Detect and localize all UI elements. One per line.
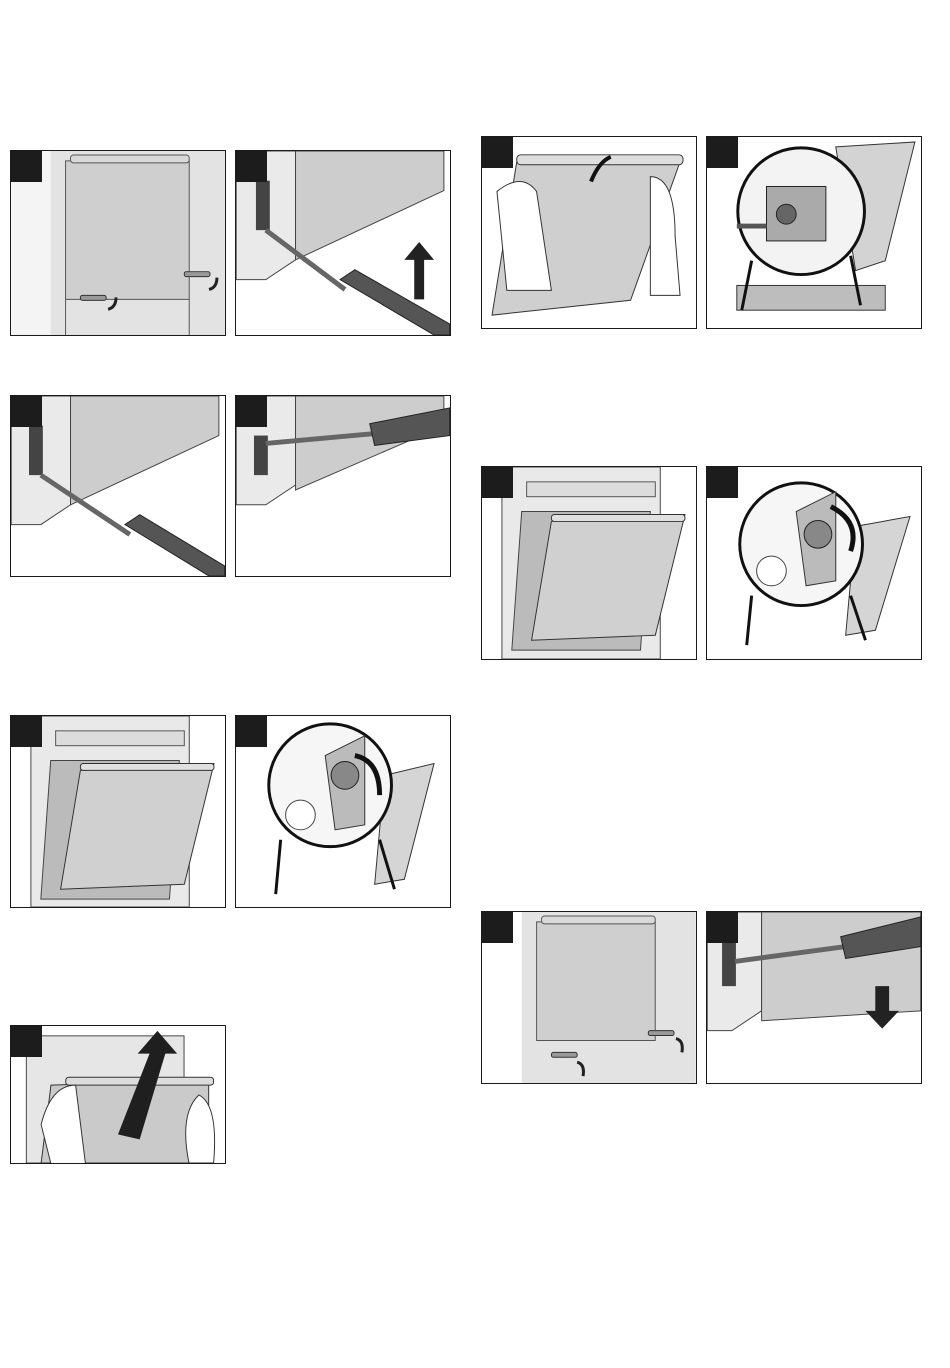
illustration-screwdriver-down: [707, 912, 921, 1083]
step-panel-hands-lift: [481, 136, 697, 329]
step-panel-screwdriver-hinge-up: [235, 150, 451, 336]
illustration-door-screws: [11, 151, 225, 335]
illustration-hands-lift: [482, 137, 696, 328]
step-panel-door-tilted: [10, 715, 226, 908]
step-number-badge: [482, 467, 513, 498]
illustration-hinge-inside: [707, 137, 921, 328]
hand-icon: [650, 177, 680, 296]
step-number-badge: [236, 396, 267, 427]
illustration-door-tilted: [11, 716, 225, 907]
illustration-hinge-zoom-down: [707, 467, 921, 659]
step-panel-lift-door: [10, 1025, 226, 1164]
step-panel-screws-down: [481, 911, 697, 1084]
illustration-lift-door: [11, 1026, 225, 1163]
step-number-badge: [707, 467, 738, 498]
step-panel-door-screws: [10, 150, 226, 336]
step-number-badge: [707, 137, 738, 168]
step-number-badge: [11, 716, 42, 747]
illustration-screws-down: [482, 912, 696, 1083]
step-panel-screwdriver-hinge-low: [10, 395, 226, 577]
illustration-screwdriver-low: [11, 396, 225, 576]
illustration-screwdriver-hinge: [236, 151, 450, 335]
step-number-badge: [482, 137, 513, 168]
step-number-badge: [11, 1026, 42, 1057]
step-number-badge: [11, 396, 42, 427]
step-number-badge: [236, 716, 267, 747]
step-panel-hinge-zoom-up: [235, 715, 451, 908]
step-number-badge: [236, 151, 267, 182]
step-panel-hinge-inside: [706, 136, 922, 329]
step-panel-hinge-zoom-down: [706, 466, 922, 660]
step-panel-screwdriver-hinge-high: [235, 395, 451, 577]
step-number-badge: [482, 912, 513, 943]
step-number-badge: [11, 151, 42, 182]
step-number-badge: [707, 912, 738, 943]
illustration-screwdriver-high: [236, 396, 450, 576]
step-panel-screwdriver-down: [706, 911, 922, 1084]
step-panel-door-tilted-right: [481, 466, 697, 660]
illustration-door-tilted-right: [482, 467, 696, 659]
illustration-hinge-zoom: [236, 716, 450, 907]
